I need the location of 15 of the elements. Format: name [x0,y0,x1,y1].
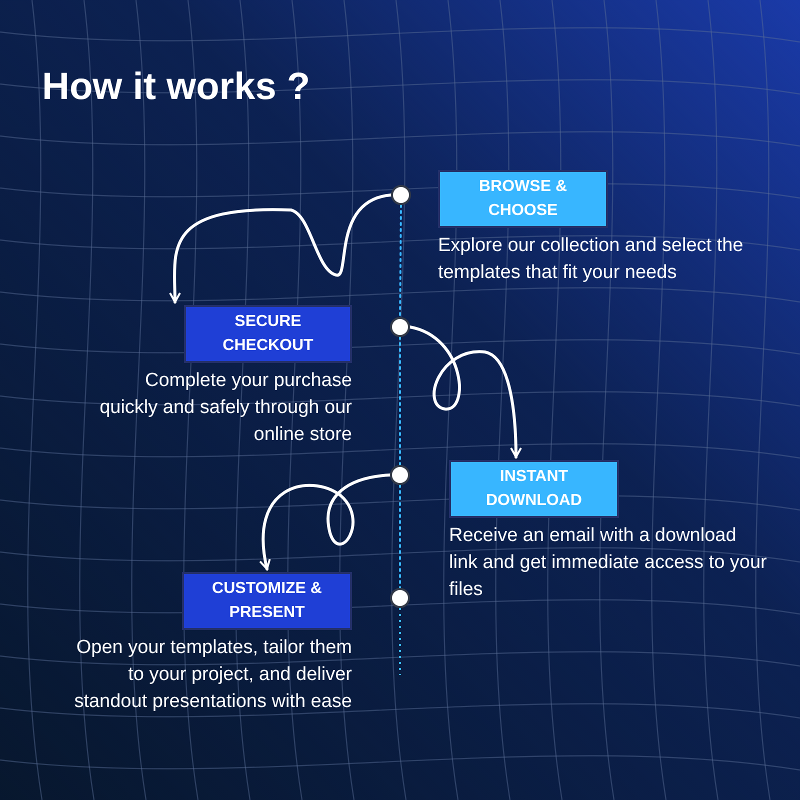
step-tag: INSTANT DOWNLOAD [449,460,619,518]
step-description: Receive an email with a download link and get immediate access to your files [449,524,768,602]
curly-arrow [260,474,392,570]
curly-arrow [168,194,392,304]
dotted-line [399,204,402,318]
step-description: Complete your purchase quickly and safely through our online store [98,369,352,447]
curly-arrow [408,326,522,458]
dotted-line [399,484,401,589]
step-description: Explore our collection and select the templates that fit your needs [438,234,744,285]
step-tag: BROWSE & CHOOSE [438,170,608,228]
dotted-line [399,336,401,466]
step-tag: CUSTOMIZE & PRESENT [182,572,352,630]
step-tag: SECURE CHECKOUT [184,305,352,363]
heading: How it works ? [42,66,310,109]
step-description: Open your templates, tailor them to your project, and deliver standout presentations with ease [73,636,352,714]
